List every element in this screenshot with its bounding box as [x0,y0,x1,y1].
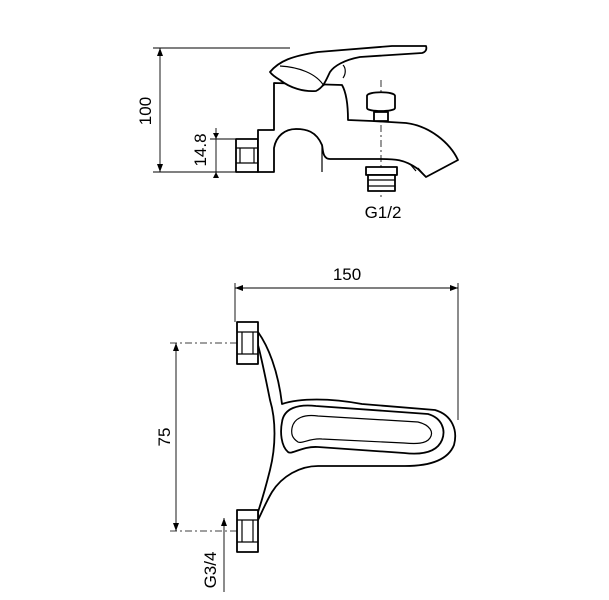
side-diverter-knob [366,80,396,200]
side-view: 100 14.8 [136,45,459,222]
top-lever-handle [280,404,445,455]
height-dimension: 100 [136,47,290,173]
inlet-thread-dimension: G3/4 [201,518,227,592]
height-dimension-label: 100 [136,97,155,125]
side-lever-handle [269,45,428,93]
inlet-spacing-label: 75 [155,428,174,447]
spout-thread-label: G1/2 [365,203,402,222]
side-spout-tip [409,163,427,178]
side-body-arc [273,128,323,172]
inlet-size-dimension: 14.8 [191,128,236,178]
top-view: 150 75 G3/4 [155,265,459,592]
inlet-spacing-dimension: 75 [155,342,240,532]
inlet-size-label: 14.8 [191,133,210,166]
inlet-thread-label: G3/4 [201,552,220,589]
top-lever-inner [291,414,433,445]
width-dimension: 150 [234,265,459,420]
side-inlet-nut [235,138,259,173]
width-dimension-label: 150 [333,265,361,284]
top-inlet-nut-lower [236,509,259,553]
top-inlet-nut-upper [236,321,259,365]
side-spout-outlet [365,166,398,192]
